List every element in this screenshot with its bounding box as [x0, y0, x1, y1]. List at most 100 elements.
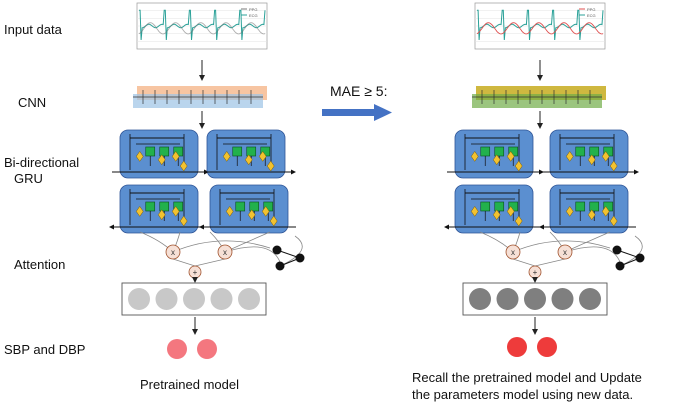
- gru-block: [549, 129, 629, 179]
- output-sbp-node: [507, 337, 527, 357]
- gru-cell: [159, 201, 170, 212]
- gru-cell: [494, 201, 505, 212]
- output-dbp-node: [537, 337, 557, 357]
- softmax-node: [295, 253, 305, 263]
- gru-gate: [171, 205, 180, 217]
- gru-gate: [261, 205, 270, 217]
- gru-block: [119, 184, 199, 234]
- transition-condition: MAE ≥ 5:: [330, 83, 388, 99]
- legend-label: PPG: [249, 7, 257, 12]
- attention-multiply-node: [165, 244, 181, 260]
- transition-arrow: [322, 104, 392, 121]
- gru-fwd-left-1: [112, 129, 209, 179]
- dense-layer-right: [462, 282, 608, 316]
- gru-bwd-right-1: [444, 184, 541, 234]
- gru-gate: [179, 215, 188, 227]
- gru-cell: [235, 201, 246, 212]
- dense-neuron: [155, 288, 178, 310]
- gru-gate: [514, 160, 523, 172]
- gru-gate: [135, 205, 144, 217]
- attention-multiply-node: [505, 244, 521, 260]
- dense-neuron: [128, 288, 150, 310]
- gru-bwd-left-2: [199, 184, 296, 234]
- transition-arrow-shaft: [322, 109, 376, 116]
- gru-gate: [565, 150, 574, 162]
- caption-left: Pretrained model: [140, 377, 239, 392]
- gru-gate: [609, 160, 618, 172]
- softmax-node: [272, 245, 282, 255]
- gru-gate: [222, 150, 231, 162]
- label-cnn: CNN: [18, 95, 47, 110]
- gru-gate: [601, 205, 610, 217]
- gru-cell: [145, 146, 156, 157]
- attention-multiply-node: [217, 244, 233, 260]
- attention-link: [194, 258, 226, 267]
- dense-neuron: [469, 288, 491, 310]
- caption-right-line2: the parameters model using new data.: [412, 387, 634, 402]
- gru-gate: [492, 209, 501, 221]
- gru-gate: [266, 160, 275, 172]
- softmax-node: [615, 261, 625, 271]
- gru-cell: [480, 146, 491, 157]
- attention-link: [534, 258, 566, 267]
- multiply-symbol: x: [223, 248, 227, 257]
- signal-ppg-line: [138, 22, 266, 35]
- softmax-node: [612, 245, 622, 255]
- gru-block: [206, 129, 286, 179]
- gru-gate: [609, 215, 618, 227]
- caption-right-line1: Recall the pretrained model and Update: [412, 370, 642, 385]
- gru-block: [549, 184, 629, 234]
- gru-cell: [246, 146, 257, 157]
- gru-gate: [135, 150, 144, 162]
- cnn-filter-b: [472, 94, 602, 108]
- output-sbp-node: [167, 339, 187, 359]
- dense-layer-left: [121, 282, 267, 316]
- gru-cell: [159, 146, 170, 157]
- gru-cell: [145, 201, 156, 212]
- dense-neuron: [238, 288, 260, 310]
- gru-block: [454, 184, 534, 234]
- gru-cell: [575, 201, 586, 212]
- dense-neuron: [579, 288, 601, 310]
- transition-arrow-head: [374, 104, 392, 121]
- gru-gate: [492, 154, 501, 166]
- dense-neuron: [524, 288, 546, 310]
- dense-neuron: [551, 288, 574, 310]
- legend-label: ECG: [249, 13, 258, 18]
- gru-gate: [470, 205, 479, 217]
- gru-gate: [171, 150, 180, 162]
- gru-cell: [589, 146, 600, 157]
- dense-neuron: [496, 288, 519, 310]
- attention-link: [224, 246, 281, 263]
- gru-gate: [157, 209, 166, 221]
- cnn-layer-right: [472, 86, 606, 108]
- cnn-filter-b: [133, 94, 263, 108]
- gru-block: [209, 184, 289, 234]
- dense-neuron: [210, 288, 233, 310]
- attention-link: [512, 240, 611, 253]
- output-right: [507, 337, 557, 357]
- gru-gate: [258, 150, 267, 162]
- gru-block: [119, 129, 199, 179]
- softmax-node: [275, 261, 285, 271]
- attention-link: [279, 235, 303, 267]
- signal-ecg-line: [139, 9, 266, 41]
- legend-label: ECG: [587, 13, 596, 18]
- gru-gate: [157, 154, 166, 166]
- gru-cell: [494, 146, 505, 157]
- gru-gate: [506, 150, 515, 162]
- gru-gate: [247, 209, 256, 221]
- attention-link: [564, 246, 621, 263]
- gru-gate: [269, 215, 278, 227]
- gru-cell: [480, 201, 491, 212]
- gru-gate: [470, 150, 479, 162]
- attention-link: [619, 235, 643, 267]
- output-dbp-node: [197, 339, 217, 359]
- gru-gate: [601, 150, 610, 162]
- gru-gate: [565, 205, 574, 217]
- legend-label: PPG: [587, 7, 595, 12]
